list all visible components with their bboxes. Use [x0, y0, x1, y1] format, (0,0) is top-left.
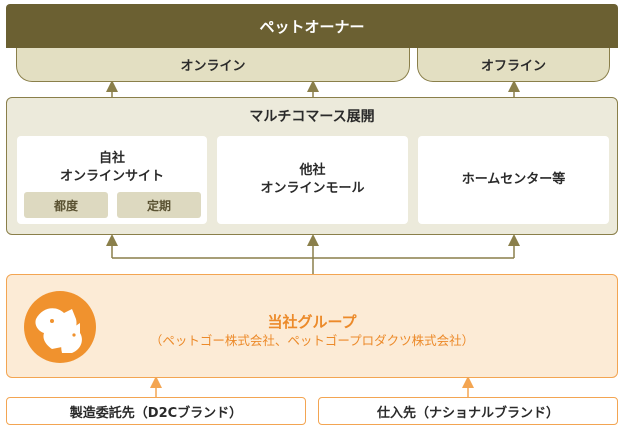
manufacturing-label: 製造委託先（D2Cブランド） — [69, 405, 243, 421]
other-online-mall-card: 他社 オンラインモール — [217, 136, 408, 224]
tag-one-time: 都度 — [24, 192, 108, 218]
supplier-label: 仕入先（ナショナルブランド） — [376, 405, 559, 421]
own-site-line1: 自社 — [98, 151, 125, 166]
online-label: オンライン — [180, 59, 246, 74]
group-subtitle: （ペットゴー株式会社、ペットゴープロダクツ株式会社） — [149, 333, 475, 348]
offline-channel: オフライン — [417, 48, 610, 82]
other-site-line1: 他社 — [299, 163, 326, 178]
group-title: 当社グループ — [267, 313, 357, 331]
other-site-line2: オンラインモール — [260, 181, 365, 196]
offline-label: オフライン — [480, 59, 546, 74]
dog-cat-silhouette-logo-icon — [24, 291, 96, 363]
manufacturing-partner-box: 製造委託先（D2Cブランド） — [6, 397, 306, 425]
online-channel: オンライン — [16, 48, 410, 82]
own-online-site-card: 自社 オンラインサイト — [17, 136, 207, 224]
home-center-label: ホームセンター等 — [461, 172, 566, 187]
pet-owner-bar: ペットオーナー — [6, 4, 618, 48]
tag-subscription: 定期 — [117, 192, 201, 218]
home-center-card: ホームセンター等 — [418, 136, 609, 224]
pet-owner-label: ペットオーナー — [259, 17, 365, 36]
own-site-line2: オンラインサイト — [59, 169, 164, 184]
multichannel-title: マルチコマース展開 — [249, 109, 375, 125]
company-group-panel — [6, 274, 618, 378]
supplier-box: 仕入先（ナショナルブランド） — [318, 397, 618, 425]
